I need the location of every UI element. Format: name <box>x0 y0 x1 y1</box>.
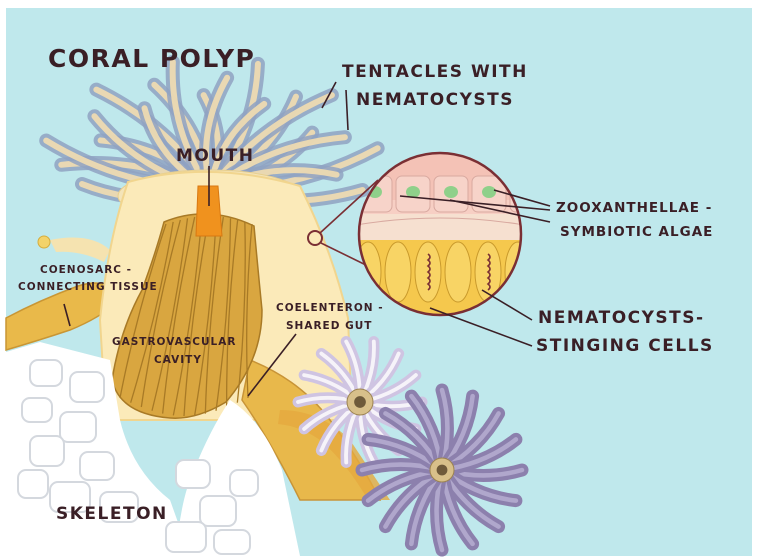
label-nematocysts-line2: STINGING CELLS <box>536 336 714 356</box>
label-gastrovascular-line1: GASTROVASCULAR <box>112 334 236 350</box>
label-nematocysts-line1: NEMATOCYSTS- <box>538 308 705 328</box>
label-coenosarc-line2: CONNECTING TISSUE <box>18 279 158 295</box>
label-coenosarc-line1: COENOSARC - <box>40 262 132 278</box>
large-anemone-purple <box>362 390 522 550</box>
polyp-bud <box>38 236 50 248</box>
label-tentacles-line2: NEMATOCYSTS <box>356 90 514 110</box>
label-coelenteron-line2: SHARED GUT <box>286 318 372 334</box>
label-zooxanthellae-line2: SYMBIOTIC ALGAE <box>560 224 713 240</box>
label-zooxanthellae-line1: ZOOXANTHELLAE - <box>556 200 712 216</box>
label-mouth: MOUTH <box>176 146 255 166</box>
diagram-title: CORAL POLYP <box>48 44 255 73</box>
label-tentacles-line1: TENTACLES WITH <box>342 62 528 82</box>
label-coelenteron-line1: COELENTERON - <box>276 300 384 316</box>
label-gastrovascular-line2: CAVITY <box>154 352 202 368</box>
label-skeleton: SKELETON <box>56 504 168 524</box>
